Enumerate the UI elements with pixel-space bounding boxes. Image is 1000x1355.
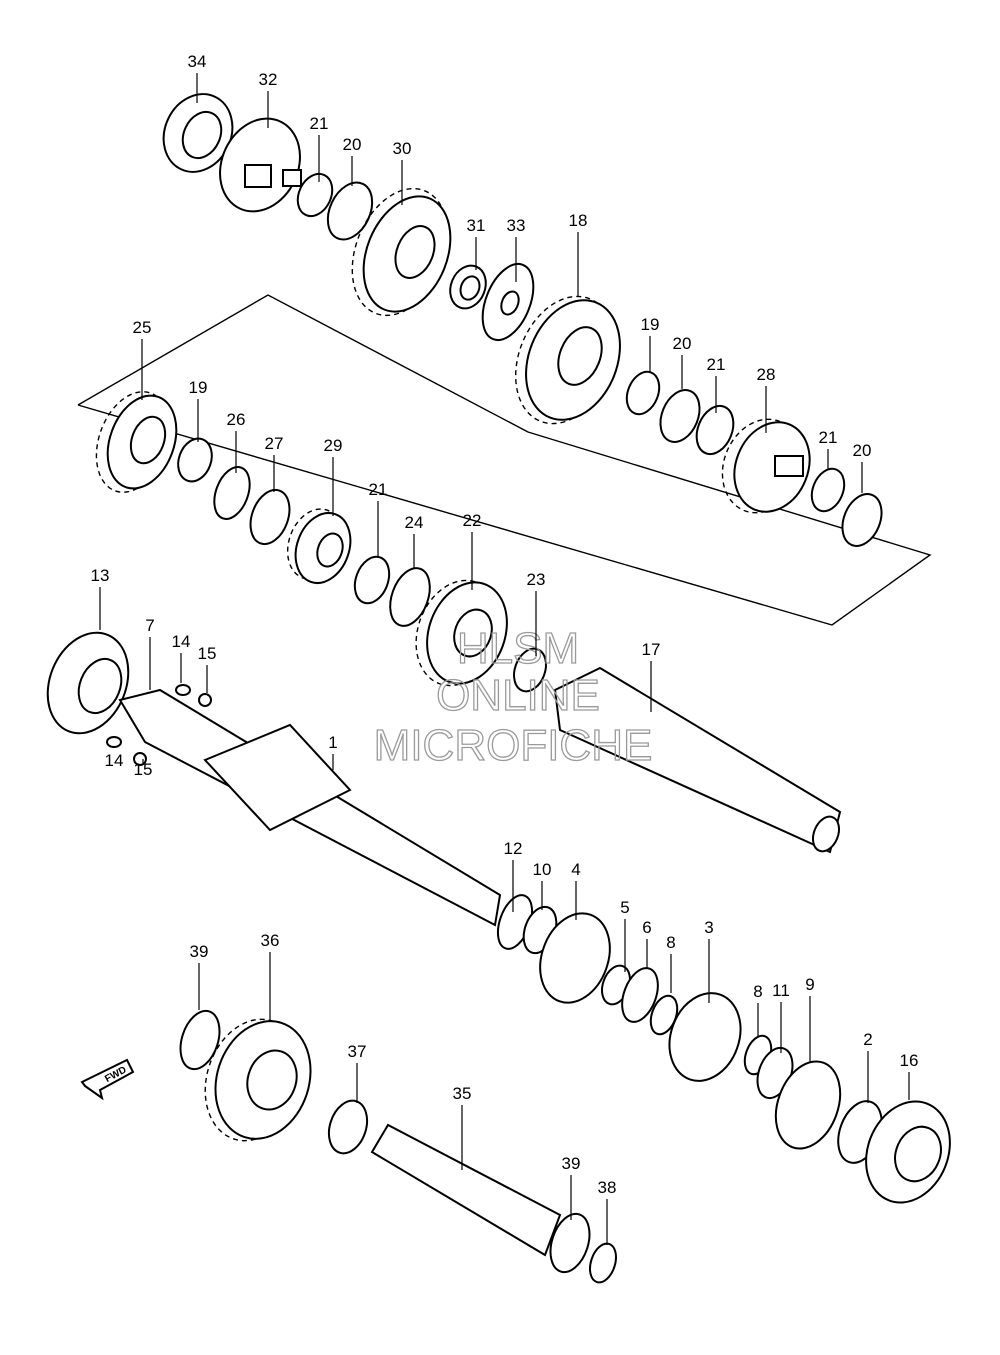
callout-label-2: 2 <box>863 1030 872 1049</box>
callout-label-28: 28 <box>757 365 776 384</box>
callout-label-7: 7 <box>145 616 154 635</box>
gear-4 <box>539 912 611 1004</box>
washer-20-right <box>659 389 701 443</box>
callout-label-8: 8 <box>666 933 675 952</box>
callout-label-23: 23 <box>527 570 546 589</box>
callout-label-24: 24 <box>405 513 424 532</box>
watermark-line-2: ONLINE <box>436 671 600 720</box>
callout-label-9: 9 <box>805 975 814 994</box>
watermark-line-3: MICROFICHE <box>374 721 653 770</box>
callout-label-27: 27 <box>265 434 284 453</box>
callout-label-8: 8 <box>753 982 762 1001</box>
callout-label-31: 31 <box>467 216 486 235</box>
callout-label-3: 3 <box>704 918 713 937</box>
fwd-arrow-icon: FWD <box>80 1058 135 1101</box>
callout-label-21: 21 <box>369 480 388 499</box>
callout-label-4: 4 <box>571 860 580 879</box>
washer-6 <box>621 967 659 1023</box>
circlip-21-mid <box>353 555 391 605</box>
callout-label-20: 20 <box>673 334 692 353</box>
callout-label-34: 34 <box>188 52 207 71</box>
retainer-14-upper <box>175 684 191 696</box>
callout-label-36: 36 <box>261 931 280 950</box>
gear-25 <box>95 391 178 493</box>
shaft-35 <box>370 1123 562 1257</box>
washer-26 <box>213 466 251 520</box>
circlip-21-far <box>810 467 846 513</box>
callout-label-15: 15 <box>198 644 217 663</box>
callout-label-5: 5 <box>620 898 629 917</box>
bushing-23 <box>513 647 547 693</box>
callout-label-14: 14 <box>172 632 191 651</box>
callout-label-32: 32 <box>259 70 278 89</box>
callout-label-11: 11 <box>772 981 790 1000</box>
callout-label-17: 17 <box>642 640 661 659</box>
callout-label-6: 6 <box>642 918 651 937</box>
callout-label-29: 29 <box>324 436 343 455</box>
bearing-16 <box>865 1100 951 1204</box>
gear-28 <box>721 418 811 514</box>
callout-label-20: 20 <box>853 441 872 460</box>
circlip-38 <box>589 1242 617 1284</box>
callout-label-18: 18 <box>569 211 588 230</box>
washer-20-far <box>841 493 883 547</box>
gear-3 <box>668 992 742 1082</box>
washer-39-right <box>549 1212 591 1274</box>
washer-27 <box>249 488 291 546</box>
callout-label-20: 20 <box>343 135 362 154</box>
callout-label-1: 1 <box>328 733 337 752</box>
bearing-13 <box>46 631 130 735</box>
bearing-34 <box>162 93 234 173</box>
gear-32 <box>219 117 302 213</box>
callout-label-35: 35 <box>453 1084 472 1103</box>
callout-label-15: 15 <box>134 760 153 779</box>
callout-label-16: 16 <box>900 1051 919 1070</box>
countershaft-1 <box>118 688 502 927</box>
watermark-line-1: HLSM <box>457 624 579 673</box>
callout-label-38: 38 <box>598 1178 617 1197</box>
gear-29 <box>286 508 352 584</box>
callout-label-33: 33 <box>507 216 526 235</box>
gear-9 <box>774 1060 842 1150</box>
callout-label-19: 19 <box>641 315 660 334</box>
callout-label-21: 21 <box>310 114 329 133</box>
gear-22 <box>415 579 508 687</box>
callout-label-21: 21 <box>819 428 838 447</box>
callout-label-19: 19 <box>189 378 208 397</box>
callout-label-14: 14 <box>105 751 124 770</box>
bushing-19-right <box>625 370 661 416</box>
callout-label-13: 13 <box>91 566 110 585</box>
driveshaft-17 <box>553 666 842 854</box>
circlip-21-right <box>695 404 735 456</box>
callout-label-26: 26 <box>227 410 246 429</box>
washer-33 <box>481 263 535 341</box>
callout-label-12: 12 <box>504 839 523 858</box>
callout-label-25: 25 <box>133 318 152 337</box>
circlip-21-top <box>296 172 334 218</box>
callout-label-30: 30 <box>393 139 412 158</box>
callout-label-39: 39 <box>190 942 209 961</box>
washer-39-left <box>179 1009 221 1071</box>
bearing-37 <box>327 1099 369 1155</box>
watermark: HLSM ONLINE MICROFICHE <box>373 623 653 770</box>
screw-15-upper <box>198 693 212 707</box>
washer-24 <box>389 567 431 627</box>
retainer-14-lower <box>106 736 122 748</box>
callout-label-37: 37 <box>348 1042 367 1061</box>
gear-30 <box>351 187 452 317</box>
bushing-19-left <box>177 437 213 483</box>
group-outline <box>77 294 932 626</box>
callout-label-22: 22 <box>463 511 482 530</box>
gear-18 <box>515 295 621 425</box>
callout-label-21: 21 <box>707 355 726 374</box>
gear-36 <box>204 1018 312 1142</box>
callout-label-39: 39 <box>562 1154 581 1173</box>
callout-label-10: 10 <box>533 860 552 879</box>
